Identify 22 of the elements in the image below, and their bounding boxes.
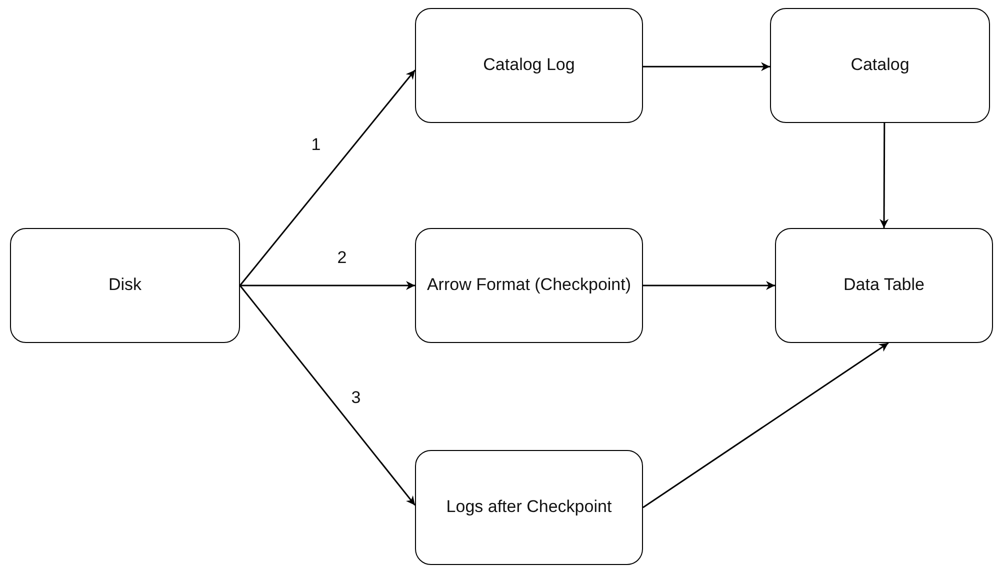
node-label: Arrow Format (Checkpoint) <box>426 274 632 296</box>
process-box <box>415 8 643 123</box>
node-label: Logs after Checkpoint <box>446 496 612 518</box>
process-box <box>415 228 643 343</box>
arrow <box>880 123 889 228</box>
arrow <box>643 281 775 290</box>
process-box <box>770 8 990 123</box>
node-label: Catalog Log <box>483 54 575 76</box>
arrow <box>240 281 415 290</box>
arrow <box>643 62 770 72</box>
arrow <box>239 285 416 506</box>
node-label: Disk <box>108 274 142 296</box>
edge-label: 3 <box>351 388 361 408</box>
arrow <box>642 342 889 508</box>
node-label: Data Table <box>844 274 924 296</box>
process-box <box>415 450 643 565</box>
edge-label: 1 <box>311 135 321 155</box>
arrow <box>239 70 416 286</box>
process-box <box>10 228 240 343</box>
edge-label: 2 <box>337 248 347 268</box>
node-label: Catalog <box>850 54 910 76</box>
process-box <box>775 228 993 343</box>
